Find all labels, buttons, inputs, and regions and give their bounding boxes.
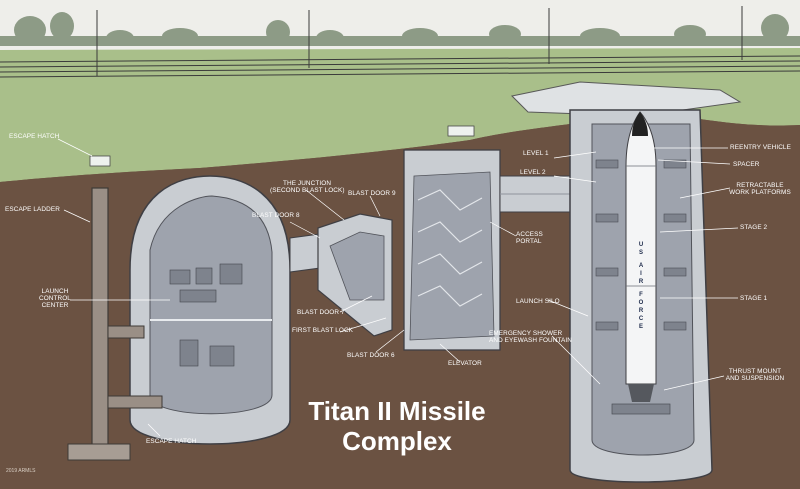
- missile-marking-letter: I: [640, 271, 642, 277]
- label-launch-control-center: LAUNCH CONTROL CENTER: [39, 288, 71, 310]
- label-escape-ladder: ESCAPE LADDER: [5, 206, 60, 213]
- escape-ladder-tube: [91, 187, 109, 451]
- label-level-1: LEVEL 1: [523, 150, 549, 157]
- missile-marking-letter: R: [639, 308, 644, 314]
- treeline: [0, 12, 800, 46]
- missile-marking-letter: O: [639, 300, 644, 306]
- label-level-2: LEVEL 2: [520, 169, 546, 176]
- label-first-blast-lock: FIRST BLAST LOCK: [292, 327, 354, 334]
- escape-hatch-surface: [89, 155, 111, 167]
- missile-marking-letter: E: [639, 324, 643, 330]
- ladder-base: [67, 443, 131, 461]
- label-elevator: ELEVATOR: [448, 360, 482, 367]
- stairwell-interior: [409, 171, 495, 341]
- label-spacer: SPACER: [733, 161, 760, 168]
- junction-interior: [329, 231, 385, 301]
- label-launch-silo: LAUNCH SILO: [516, 298, 560, 305]
- utility-tunnel: [107, 395, 163, 409]
- leader-lines: [57, 138, 739, 437]
- label-the-junction: THE JUNCTION (SECOND BLAST LOCK): [270, 180, 345, 195]
- label-blast-door-8: BLAST DOOR 8: [252, 212, 300, 219]
- perimeter-fence: [0, 6, 800, 78]
- missile-marking-letter: R: [639, 279, 644, 285]
- thrust-mount: [611, 403, 671, 415]
- missile-marking-letter: U: [639, 242, 643, 248]
- cableway-tunnel: [289, 233, 321, 273]
- label-blast-door-6: BLAST DOOR 6: [347, 352, 395, 359]
- missile-marking-letter: A: [639, 263, 644, 269]
- engine-nozzles: [628, 384, 654, 402]
- grass-field: [0, 48, 800, 182]
- launch-control-interior: [149, 195, 273, 415]
- silo-closure-door: [510, 81, 742, 117]
- stairs: [417, 189, 483, 307]
- titan-ii-missile: [625, 111, 657, 385]
- control-consoles: [169, 263, 243, 367]
- label-emergency-shower: EMERGENCY SHOWER AND EYEWASH FOUNTAIN: [489, 330, 572, 345]
- image-credit: 2019 ARMLS: [6, 468, 36, 474]
- label-reentry-vehicle: REENTRY VEHICLE: [730, 144, 791, 151]
- missile-marking-letter: F: [639, 292, 643, 298]
- label-escape-hatch-top: ESCAPE HATCH: [9, 133, 60, 140]
- reentry-vehicle-nose: [632, 112, 648, 136]
- missile-marking-letter: S: [639, 250, 643, 256]
- label-blast-door-7: BLAST DOOR 7: [297, 309, 345, 316]
- escape-tunnel: [107, 325, 145, 339]
- label-access-portal: ACCESS PORTAL: [516, 231, 543, 246]
- label-retractable-work-platforms: RETRACTABLE WORK PLATFORMS: [729, 182, 791, 197]
- diagram-title-line-2: Complex: [342, 426, 452, 456]
- missile-marking-letter: C: [639, 316, 644, 322]
- label-stage-1: STAGE 1: [740, 295, 768, 302]
- label-thrust-mount: THRUST MOUNT AND SUSPENSION: [725, 368, 785, 383]
- diagram-title-line-1: Titan II Missile: [308, 396, 486, 426]
- work-platforms: [595, 159, 687, 331]
- access-hatch-surface: [447, 125, 475, 137]
- label-escape-hatch-bottom: ESCAPE HATCH: [146, 438, 197, 445]
- label-blast-door-9: BLAST DOOR 9: [348, 190, 396, 197]
- label-stage-2: STAGE 2: [740, 224, 768, 231]
